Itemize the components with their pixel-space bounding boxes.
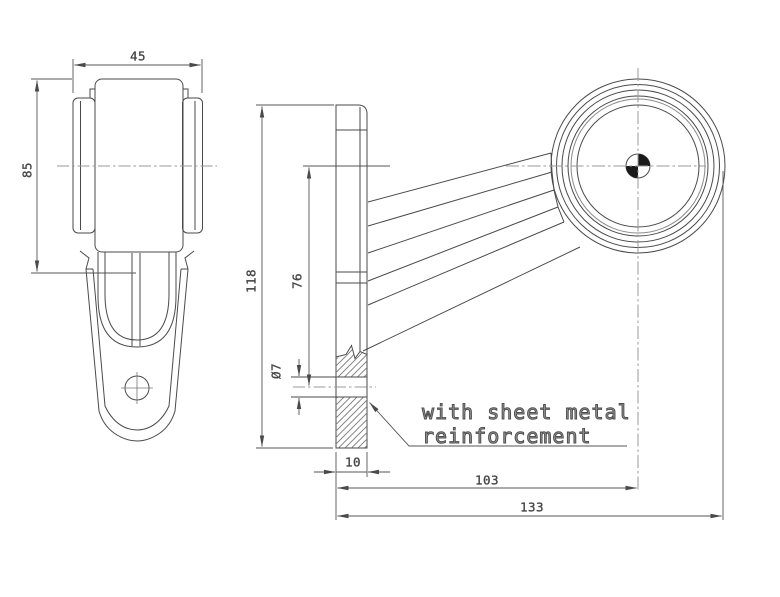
- arm-contours: [362, 152, 581, 352]
- note-text-line1: with sheet metal: [422, 400, 631, 425]
- dim-label-76: 76: [289, 272, 305, 290]
- dim-label-45: 45: [129, 48, 147, 64]
- mounting-plate: [335, 104, 368, 449]
- front-view-dimensions: [31, 59, 203, 274]
- hatch-section-upper: [336, 347, 367, 377]
- front-view: [57, 78, 217, 442]
- rubber-arm-inner: [104, 252, 170, 341]
- side-view: [291, 68, 726, 492]
- dim-label-10: 10: [344, 454, 362, 470]
- top-step-right: [183, 88, 189, 98]
- dim-label-hole-diameter: Ø7: [268, 362, 284, 380]
- side-view-dimensions: [256, 104, 724, 520]
- dim-label-103: 103: [474, 472, 500, 488]
- mounting-bracket-outline: [79, 250, 195, 442]
- mounting-bracket-inner: [92, 268, 182, 431]
- note-leader-line: [369, 402, 627, 447]
- rubber-arm-outer: [97, 252, 177, 348]
- top-step-left: [89, 88, 95, 98]
- lamp-head: [506, 68, 726, 492]
- dim-label-85: 85: [19, 161, 35, 179]
- break-line: [335, 344, 368, 360]
- note-text-line2: reinforcement: [422, 424, 592, 449]
- dim-label-118: 118: [243, 268, 259, 294]
- dim-label-133: 133: [519, 499, 545, 515]
- hatch-section-lower: [336, 397, 367, 448]
